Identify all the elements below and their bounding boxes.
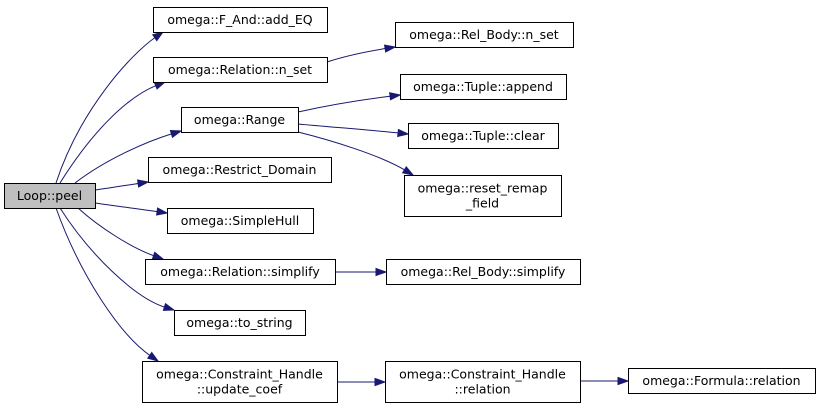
node-rel-body-simplify[interactable]: omega::Rel_Body::simplify [386, 259, 581, 285]
edge-loop_peel-to-constraint_update_coef [55, 207, 160, 362]
node-label: omega::Relation::simplify [160, 264, 320, 279]
node-relation-simplify[interactable]: omega::Relation::simplify [145, 259, 336, 285]
edge-line [59, 84, 157, 184]
edge-arrowhead [146, 351, 160, 362]
node-box[interactable] [148, 157, 332, 183]
edge-line [94, 182, 140, 191]
edge-arrowhead [401, 165, 415, 176]
edge-arrowhead [383, 44, 397, 53]
node-box[interactable] [174, 310, 306, 336]
node-label: Loop::peel [17, 188, 82, 203]
edge-arrowhead [162, 302, 176, 311]
edge-line [326, 47, 387, 63]
node-box[interactable] [395, 22, 574, 48]
node-constraint-relation[interactable]: omega::Constraint_Handle::relation [385, 361, 581, 403]
edge-range-to-tuple_append [297, 92, 402, 113]
node-label: omega::Range [194, 112, 285, 127]
node-box[interactable] [181, 107, 299, 133]
node-label: omega::reset_remap [418, 181, 548, 196]
node-label: _field [465, 196, 499, 211]
node-label: omega::Constraint_Handle [156, 367, 323, 382]
edge-arrowhead [617, 376, 630, 386]
node-box[interactable] [386, 259, 581, 285]
edge-arrowhead [374, 377, 387, 387]
edge-constraint_relation-to-formula_relation [580, 376, 630, 386]
node-box[interactable] [145, 259, 336, 285]
node-to-string[interactable]: omega::to_string [174, 310, 306, 336]
edge-arrowhead [151, 251, 165, 260]
node-relation-n-set[interactable]: omega::Relation::n_set [153, 57, 328, 83]
node-simple-hull[interactable]: omega::SimpleHull [167, 208, 314, 234]
edge-arrowhead [153, 81, 167, 90]
node-label: omega::Relation::n_set [168, 62, 312, 77]
node-label: omega::Rel_Body::simplify [401, 264, 566, 279]
node-box[interactable] [385, 361, 581, 403]
node-label: omega::to_string [186, 315, 292, 330]
edge-line [297, 131, 406, 171]
node-label: omega::Constraint_Handle [399, 367, 566, 382]
edges-layer [55, 31, 630, 387]
node-constraint-update-coef[interactable]: omega::Constraint_Handle::update_coef [142, 361, 338, 403]
node-tuple-append[interactable]: omega::Tuple::append [400, 74, 567, 100]
edge-arrowhead [136, 179, 150, 188]
node-tuple-clear[interactable]: omega::Tuple::clear [408, 123, 559, 149]
edge-arrowhead [169, 130, 183, 139]
edge-line [94, 202, 159, 213]
edge-range-to-tuple_clear [297, 123, 410, 138]
edge-line [297, 95, 392, 113]
edge-line [74, 133, 173, 184]
node-box[interactable] [153, 7, 328, 33]
edge-arrowhead [155, 207, 169, 216]
node-loop-peel[interactable]: Loop::peel [4, 183, 96, 209]
node-box[interactable] [153, 57, 328, 83]
edge-line [55, 207, 151, 357]
edge-loop_peel-to-f_and_add_eq [55, 31, 165, 184]
edge-line [59, 207, 166, 308]
node-range[interactable]: omega::Range [181, 107, 299, 133]
edge-line [55, 36, 156, 184]
node-label: omega::Tuple::append [413, 79, 553, 94]
edge-line [297, 123, 400, 134]
edge-loop_peel-to-relation_simplify [77, 207, 165, 260]
node-reset-remap-field[interactable]: omega::reset_remap_field [404, 175, 562, 217]
node-label: omega::Rel_Body::n_set [409, 27, 559, 42]
edge-relation_simplify-to-rel_body_simplify [335, 267, 388, 277]
edge-loop_peel-to-restrict_domain [94, 179, 150, 191]
edge-loop_peel-to-range [74, 130, 183, 184]
node-box[interactable] [400, 74, 567, 100]
node-label: omega::Restrict_Domain [163, 162, 317, 177]
nodes-layer: Loop::peel omega::F_And::add_EQomega::Rel… [4, 7, 816, 403]
node-formula-relation[interactable]: omega::Formula::relation [628, 368, 816, 394]
node-box[interactable] [142, 361, 338, 403]
node-box[interactable] [167, 208, 314, 234]
edge-loop_peel-to-simple_hull [94, 202, 169, 216]
edge-arrowhead [397, 128, 410, 138]
edge-range-to-reset_remap_field [297, 131, 415, 176]
node-label: omega::Formula::relation [642, 373, 800, 388]
node-label: omega::Tuple::clear [421, 128, 545, 143]
node-label: omega::SimpleHull [181, 213, 299, 228]
edge-line [77, 207, 155, 257]
node-box[interactable] [408, 123, 559, 149]
node-box[interactable] [4, 183, 96, 209]
edge-arrowhead [389, 92, 402, 101]
edge-arrowhead [151, 31, 165, 42]
edge-arrowhead [375, 267, 388, 277]
edge-loop_peel-to-to_string [59, 207, 176, 311]
edge-relation_n_set-to-rel_body_n_set [326, 44, 397, 63]
node-f-and-add-eq[interactable]: omega::F_And::add_EQ [153, 7, 328, 33]
node-label: omega::F_And::add_EQ [167, 12, 312, 27]
node-restrict-domain[interactable]: omega::Restrict_Domain [148, 157, 332, 183]
node-label: ::update_coef [197, 382, 283, 397]
edge-constraint_update_coef-to-constraint_relation [337, 377, 387, 387]
node-box[interactable] [628, 368, 816, 394]
node-rel-body-n-set[interactable]: omega::Rel_Body::n_set [395, 22, 574, 48]
node-label: ::relation [454, 382, 510, 397]
node-box[interactable] [404, 175, 562, 217]
